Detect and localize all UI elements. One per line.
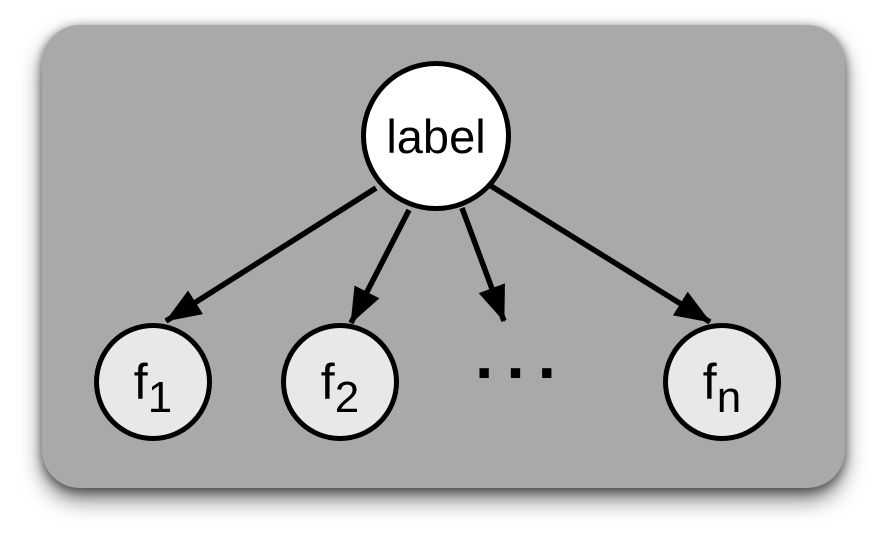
node-label: label [361,61,511,211]
node-f2-subscript: 2 [334,373,360,422]
node-fn-subscript: n [716,373,742,422]
node-fn-base: f [702,354,717,410]
node-f1-base: f [133,354,148,410]
node-f1-subscript: 1 [147,373,173,422]
node-f2-base: f [320,354,335,410]
node-label-text: label [386,109,486,163]
ellipsis-dots: ... [474,318,569,392]
